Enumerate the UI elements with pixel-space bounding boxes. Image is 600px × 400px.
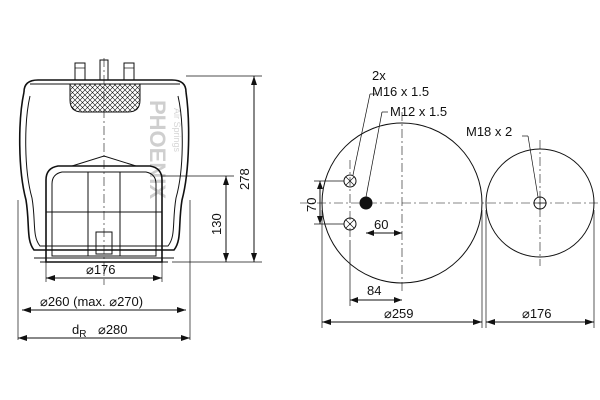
top-plate-view: 2x M16 x 1.5 M12 x 1.5 70 60 84 ⌀259: [300, 68, 600, 328]
stud-left: [74, 62, 86, 81]
piston-body: [45, 165, 163, 263]
leader-air: [365, 111, 383, 198]
dim-arrows-130: [223, 176, 229, 262]
dim-dia-piston: ⌀176: [86, 262, 116, 277]
stud-right: [123, 62, 135, 81]
logo-text: PHOENIX: [145, 100, 170, 199]
dim-dia-dr: ⌀280: [98, 322, 128, 337]
logo-subtext: Air Springs: [172, 108, 182, 153]
dr-symbol: d: [72, 322, 79, 337]
phoenix-logo-watermark: PHOENIX Air Springs: [145, 100, 182, 199]
callout-air-thread: M12 x 1.5: [390, 104, 447, 119]
side-view: PHOENIX Air Springs: [17, 58, 262, 341]
piston-inner: [51, 171, 157, 257]
dr-subscript: R: [79, 329, 86, 340]
dim-offset-70: 70: [304, 198, 319, 212]
bottom-plate-view: M18 x 2 ⌀176: [466, 124, 595, 328]
piston-top-cone: [71, 155, 137, 167]
leader-bottom-thread: [527, 135, 539, 198]
dim-offset-60: 60: [374, 217, 388, 232]
bellow-inner-outline: [25, 95, 183, 247]
air-connection-hole: [359, 196, 373, 210]
bottom-thread-hole: [533, 196, 547, 210]
callout-bottom-thread: M18 x 2: [466, 124, 512, 139]
dim-bottom-plate-dia: ⌀176: [522, 306, 552, 321]
bellow-outline: [18, 91, 190, 251]
air-connection: [99, 59, 109, 81]
dim-top-plate-dia: ⌀259: [384, 306, 414, 321]
leader-studs: [352, 93, 371, 176]
callout-studs-thread: M16 x 1.5: [372, 84, 429, 99]
dim-dia-bellow: ⌀260 (max. ⌀270): [40, 294, 143, 309]
callout-studs-count: 2x: [372, 68, 386, 83]
dim-arrows-60: [366, 230, 402, 236]
dim-height-piston: 130: [209, 213, 224, 235]
dim-offset-84: 84: [367, 283, 381, 298]
dim-dr-label: dR: [72, 322, 86, 340]
top-boss-section: [69, 83, 141, 113]
piston-bottom-thread: [95, 231, 113, 255]
dim-height-total: 278: [237, 168, 252, 190]
